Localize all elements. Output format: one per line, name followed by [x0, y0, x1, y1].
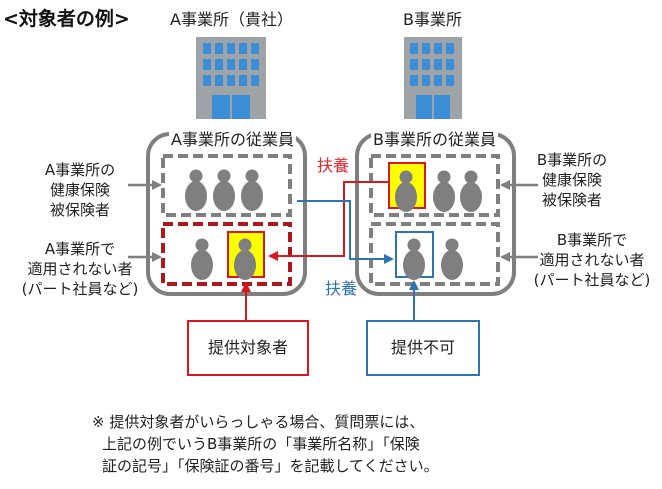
office-b-title: B事業所	[403, 10, 462, 29]
blue-dependent-arrow	[297, 200, 394, 264]
dependent-label-blue: 扶養	[325, 279, 358, 298]
footnote: ※ 提供対象者がいらっしゃる場合、質問票には、 上記の例でいうB事業所の「事業所…	[92, 411, 562, 477]
note-line: B事業所の	[536, 151, 608, 169]
note-line: 被保険者	[49, 201, 110, 219]
note-line: 適用されない者	[539, 251, 645, 269]
note-line: (パート社員など)	[21, 280, 139, 298]
note-line: 適用されない者	[27, 260, 133, 278]
dependent-label-red: 扶養	[317, 156, 350, 175]
person-icon	[403, 238, 425, 280]
note-line: 健康保険	[541, 171, 602, 189]
note-line: 被保険者	[541, 191, 602, 209]
note-line: A事業所で	[44, 240, 116, 258]
note-line: 健康保険	[49, 181, 110, 199]
cannot-provide-box: 提供不可	[366, 320, 480, 376]
group-b-title: B事業所の従業員	[371, 126, 498, 150]
note-a-not-covered: A事業所で 適用されない者 (パート社員など)	[14, 239, 146, 299]
note-b-insured: B事業所の 健康保険 被保険者	[517, 150, 627, 210]
note-b-not-covered: B事業所で 適用されない者 (パート社員など)	[527, 230, 657, 290]
person-icon	[460, 170, 482, 212]
person-icon	[433, 170, 455, 212]
footnote-line: ※ 提供対象者がいらっしゃる場合、質問票には、	[92, 413, 425, 431]
footnote-line: 上記の例でいうB事業所の「事業所名称」「保険	[102, 435, 420, 453]
person-icon	[191, 238, 213, 280]
person-icon	[213, 169, 235, 211]
office-a-title: A事業所（貴社）	[170, 10, 293, 29]
footnote-line: 証の記号」「保険証の番号」を記載してください。	[102, 457, 439, 475]
group-a-title: A事業所の従業員	[169, 126, 296, 150]
red-dependent-arrow	[268, 181, 389, 261]
provide-target-box: 提供対象者	[187, 320, 309, 376]
person-icon	[241, 169, 263, 211]
note-a-insured: A事業所の 健康保険 被保険者	[30, 160, 130, 220]
note-line: B事業所で	[556, 231, 628, 249]
note-line: A事業所の	[44, 161, 116, 179]
a-not-covered-box	[161, 222, 292, 286]
b-insured-box	[369, 154, 500, 217]
office-b-building-icon	[404, 37, 462, 119]
note-line: (パート社員など)	[533, 271, 651, 289]
b-not-covered-box	[369, 222, 500, 286]
office-a-building-icon	[196, 37, 266, 119]
person-icon	[441, 238, 463, 280]
person-icon	[185, 169, 207, 211]
a-insured-box	[161, 154, 292, 217]
page-heading: <対象者の例>	[3, 8, 130, 30]
